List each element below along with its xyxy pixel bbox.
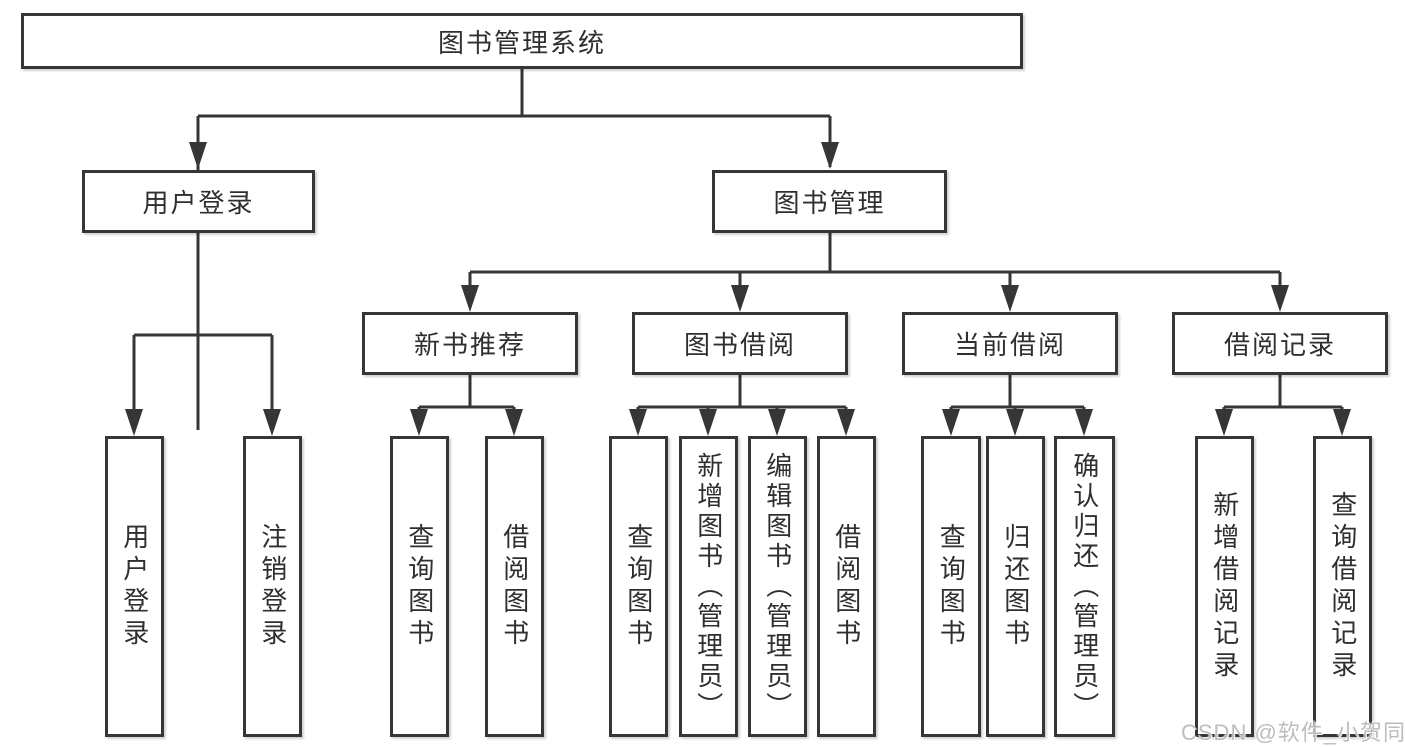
node-current-borrowing: 当前借阅 — [902, 312, 1118, 375]
node-user-login-label: 用户登录 — [142, 188, 255, 218]
leaf-query-borrow-record-label: 查询借阅记录 — [1327, 490, 1358, 683]
arrowhead-icon — [505, 409, 523, 436]
arrowhead-icon — [629, 409, 647, 436]
leaf-query-books-borrow-label: 查询图书 — [623, 522, 654, 651]
leaf-borrow-books-recommend-label: 借阅图书 — [499, 522, 530, 651]
connector-login-to-leaves — [125, 233, 281, 436]
leaf-return-book-label: 归还图书 — [1000, 522, 1031, 651]
leaf-borrow-books-label: 借阅图书 — [831, 522, 862, 651]
node-book-management: 图书管理 — [712, 170, 947, 233]
leaf-user-login: 用户登录 — [105, 436, 164, 737]
arrowhead-icon — [699, 409, 717, 436]
leaf-add-book-admin: 新增图书（管理员） — [679, 436, 738, 737]
leaf-logout-label: 注销登录 — [257, 522, 288, 651]
arrowhead-icon — [461, 285, 479, 312]
connector-root-to-level2 — [189, 69, 839, 430]
arrowhead-icon — [1333, 409, 1351, 436]
leaf-borrow-books-recommend: 借阅图书 — [485, 436, 544, 737]
leaf-confirm-return-admin: 确认归还（管理员） — [1054, 436, 1115, 737]
leaf-logout: 注销登录 — [243, 436, 302, 737]
arrowhead-icon — [942, 409, 960, 436]
arrowhead-icon — [731, 285, 749, 312]
leaf-query-books-borrow: 查询图书 — [609, 436, 668, 737]
node-root: 图书管理系统 — [21, 13, 1023, 69]
arrowhead-icon — [1006, 409, 1024, 436]
arrowhead-icon — [189, 142, 207, 169]
arrowhead-icon — [1215, 409, 1233, 436]
node-borrowing-records: 借阅记录 — [1172, 312, 1388, 375]
connector-borrow-to-leaves — [629, 375, 855, 436]
arrowhead-icon — [821, 142, 839, 169]
leaf-borrow-books: 借阅图书 — [817, 436, 876, 737]
leaf-add-book-admin-label: 新增图书（管理员） — [693, 451, 724, 722]
leaf-query-books-recommend-label: 查询图书 — [404, 522, 435, 651]
node-borrowing-records-label: 借阅记录 — [1223, 330, 1336, 360]
leaf-edit-book-admin: 编辑图书（管理员） — [748, 436, 807, 737]
arrowhead-icon — [410, 409, 428, 436]
arrowhead-icon — [1075, 409, 1093, 436]
leaf-edit-book-admin-label: 编辑图书（管理员） — [762, 451, 793, 722]
leaf-query-books-recommend: 查询图书 — [390, 436, 449, 737]
connector-current-to-leaves — [942, 375, 1093, 436]
node-user-login: 用户登录 — [82, 170, 315, 233]
arrowhead-icon — [1271, 285, 1289, 312]
node-new-book-recommend-label: 新书推荐 — [413, 330, 526, 360]
connector-recommend-to-leaves — [410, 375, 523, 436]
arrowhead-icon — [263, 409, 281, 436]
leaf-query-books-current: 查询图书 — [921, 436, 981, 737]
leaf-add-borrow-record-label: 新增借阅记录 — [1209, 490, 1240, 683]
connector-management-to-level3 — [461, 233, 1289, 312]
leaf-query-books-current-label: 查询图书 — [936, 522, 967, 651]
leaf-add-borrow-record: 新增借阅记录 — [1195, 436, 1254, 737]
csdn-watermark: CSDN @软件_小贺同学 — [1181, 720, 1405, 745]
leaf-user-login-label: 用户登录 — [119, 522, 150, 651]
connector-records-to-leaves — [1215, 375, 1351, 436]
node-root-label: 图书管理系统 — [437, 27, 606, 58]
leaf-confirm-return-admin-label: 确认归还（管理员） — [1069, 451, 1100, 722]
node-book-borrowing: 图书借阅 — [632, 312, 848, 375]
node-book-borrowing-label: 图书借阅 — [683, 330, 796, 360]
arrowhead-icon — [768, 409, 786, 436]
leaf-query-borrow-record: 查询借阅记录 — [1313, 436, 1372, 737]
arrowhead-icon — [837, 409, 855, 436]
node-new-book-recommend: 新书推荐 — [362, 312, 578, 375]
arrowhead-icon — [125, 409, 143, 436]
leaf-return-book: 归还图书 — [986, 436, 1045, 737]
arrowhead-icon — [1001, 285, 1019, 312]
node-current-borrowing-label: 当前借阅 — [953, 330, 1066, 360]
node-book-management-label: 图书管理 — [773, 188, 886, 218]
